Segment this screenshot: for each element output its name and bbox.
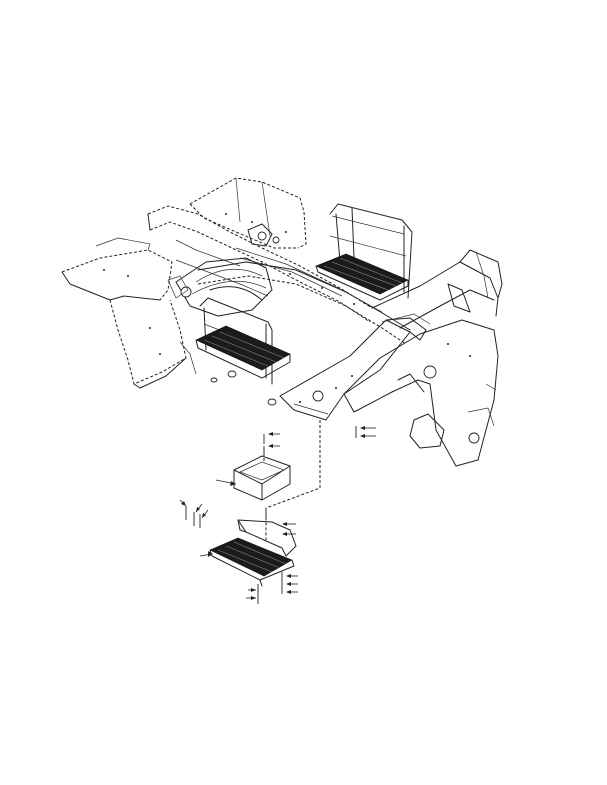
front-frame xyxy=(343,249,503,467)
callout-right-frame-bolts xyxy=(355,426,376,438)
callout-lower-left-bolts xyxy=(246,584,259,604)
center-tank xyxy=(167,257,273,317)
step-plate xyxy=(209,519,297,587)
storage-box xyxy=(233,455,291,501)
callout-step-leader xyxy=(199,551,213,557)
floor-plate xyxy=(279,313,431,421)
left-fender xyxy=(61,237,187,389)
upper-step-assembly xyxy=(315,203,413,301)
frame-bosses xyxy=(210,370,277,406)
assembly-centerline xyxy=(265,420,321,540)
machine-frame xyxy=(61,177,503,467)
rear-housing xyxy=(189,177,307,249)
callout-upper-bolts xyxy=(263,432,280,456)
lower-step-assembly xyxy=(179,297,291,385)
callout-box-leader xyxy=(215,479,237,486)
callout-lower-right-bolts xyxy=(281,572,298,594)
main-rails xyxy=(197,247,411,345)
callout-bracket-bolts xyxy=(265,508,296,536)
left-cross-beam xyxy=(147,205,373,323)
callout-left-bolts xyxy=(179,499,209,528)
